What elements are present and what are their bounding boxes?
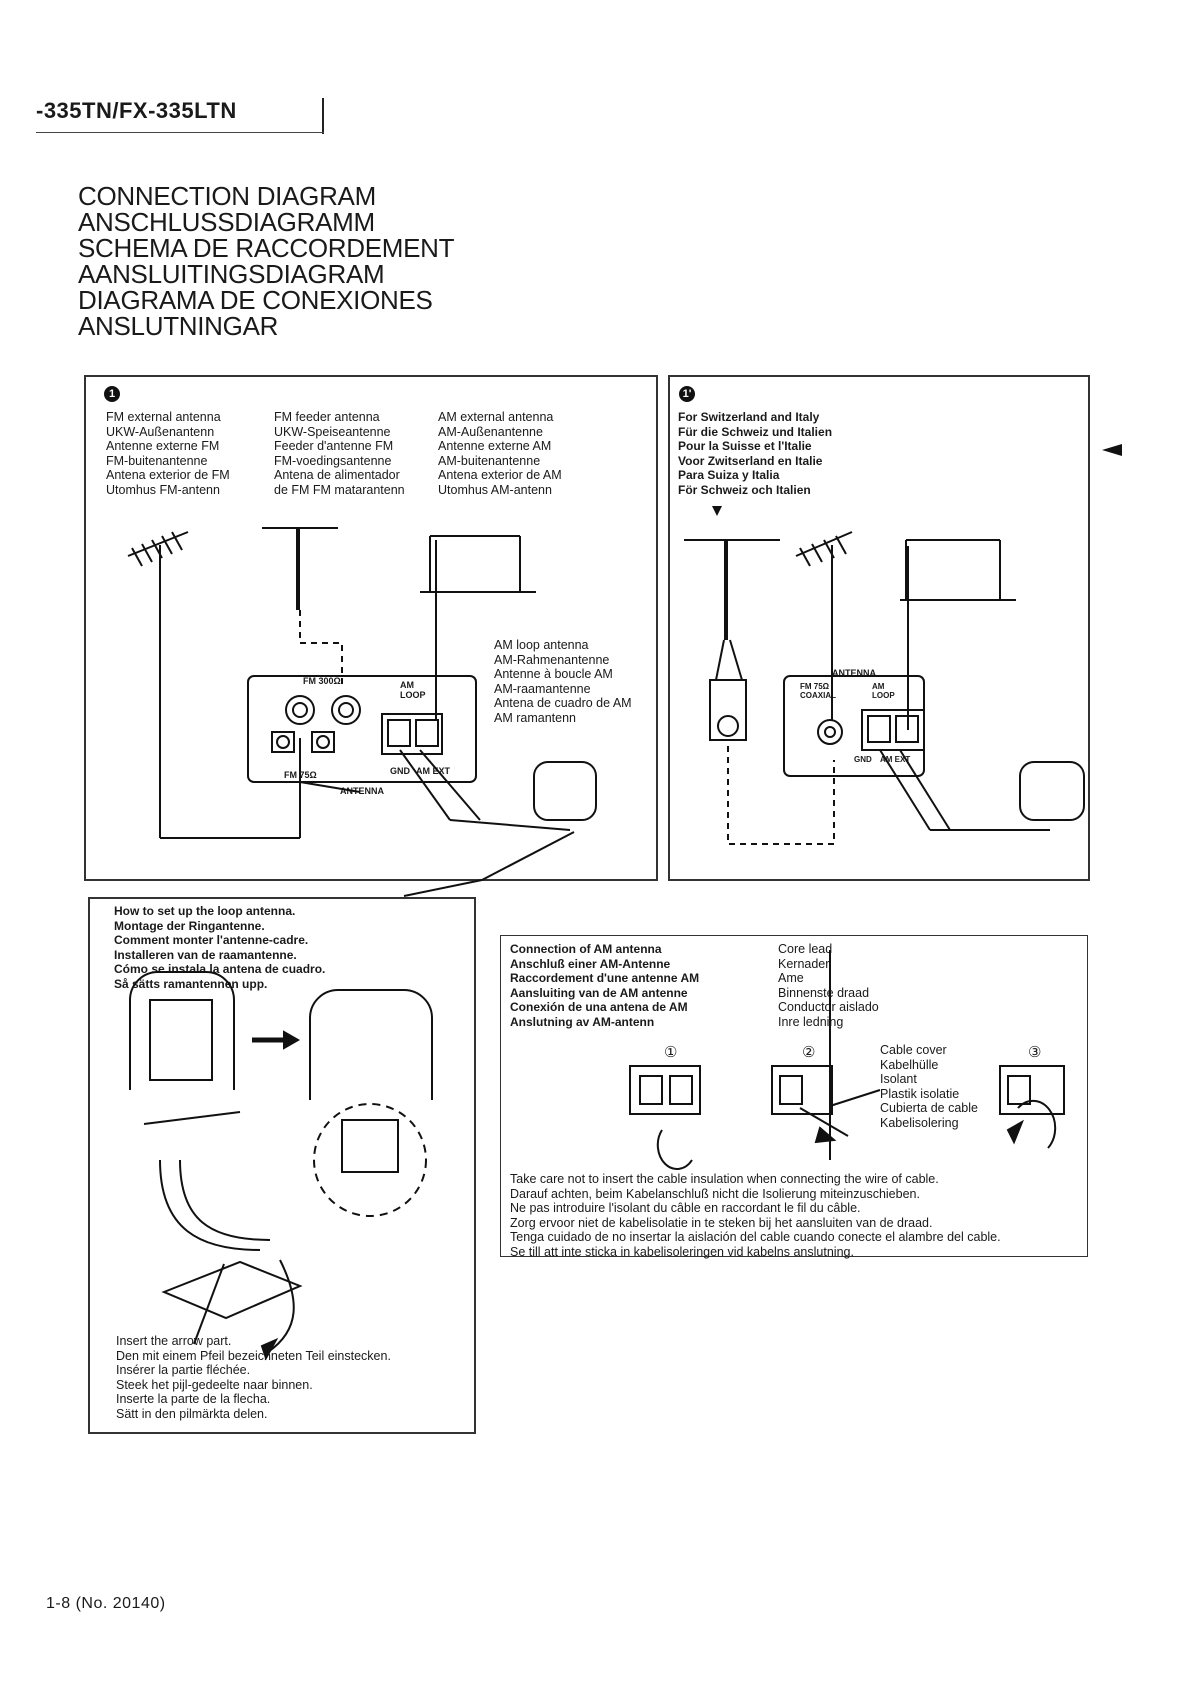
down-arrow-icon: [712, 506, 722, 516]
main-connection-panel: [84, 375, 658, 881]
fm-feeder-antenna-icon-alt: [684, 539, 835, 845]
terminal-step-3-icon: [999, 1065, 1065, 1149]
step-3-number: ③: [1028, 1044, 1042, 1061]
am-loop-terminal-label: AM LOOP: [400, 680, 426, 700]
am-loop-label-alt: AM LOOP: [872, 682, 895, 700]
header-rule: [322, 98, 324, 134]
panel-number-badge: 1: [104, 386, 120, 402]
fm-yagi-antenna-icon: [127, 531, 301, 839]
insulation-warning: Take care not to insert the cable insula…: [510, 1172, 1001, 1259]
swiss-italy-panel: [668, 375, 1090, 881]
am-connection-panel: [500, 935, 1088, 1257]
loop-antenna-folded-icon: [129, 971, 241, 1125]
title-sv: ANSLUTNINGAR: [78, 311, 279, 341]
fm-yagi-antenna-icon-alt: [795, 531, 853, 720]
am-external-antenna-icon: [420, 535, 536, 720]
antenna-label-alt: ANTENNA: [832, 668, 876, 678]
title-fr: SCHEMA DE RACCORDEMENT: [78, 233, 455, 263]
gnd-terminal-label: GND: [390, 766, 410, 776]
page-number: 1-8 (No. 20140): [46, 1595, 166, 1612]
fm300-terminal-label: FM 300Ω: [303, 676, 341, 686]
antenna-terminal-label: ANTENNA: [340, 786, 384, 796]
fm75-coaxial-label: FM 75Ω COAXIAL: [800, 682, 836, 700]
title-en: CONNECTION DIAGRAM: [78, 181, 376, 211]
fm-feeder-antenna-icon: [262, 527, 343, 685]
title-de: ANSCHLUSSDIAGRAMM: [78, 207, 375, 237]
title-nl: AANSLUITINGSDIAGRAM: [78, 259, 385, 289]
am-ext-terminal-label: AM EXT: [416, 766, 451, 776]
step-1-number: ①: [664, 1044, 678, 1061]
step-2-number: ②: [802, 1044, 816, 1061]
loop-antenna-stand-icon: [159, 1159, 303, 1361]
insert-arrow-instructions: Insert the arrow part.Den mit einem Pfei…: [116, 1334, 391, 1421]
loop-antenna-open-icon: [309, 989, 433, 1217]
gnd-label-alt: GND: [854, 755, 872, 764]
am-external-antenna-icon-alt: [900, 539, 1016, 730]
side-arrow-icon: [1102, 444, 1122, 456]
loop-setup-panel: [88, 897, 476, 1434]
header-underline: [36, 132, 324, 133]
terminal-step-1-icon: [629, 1065, 701, 1170]
panel-number-badge-alt: 1': [679, 386, 695, 402]
title-es: DIAGRAMA DE CONEXIONES: [78, 285, 433, 315]
page-title-block: CONNECTION DIAGRAM ANSCHLUSSDIAGRAMM SCH…: [78, 181, 455, 341]
model-number: -335TN/FX-335LTN: [36, 98, 237, 123]
am-ext-label-alt: AM EXT: [880, 755, 911, 764]
